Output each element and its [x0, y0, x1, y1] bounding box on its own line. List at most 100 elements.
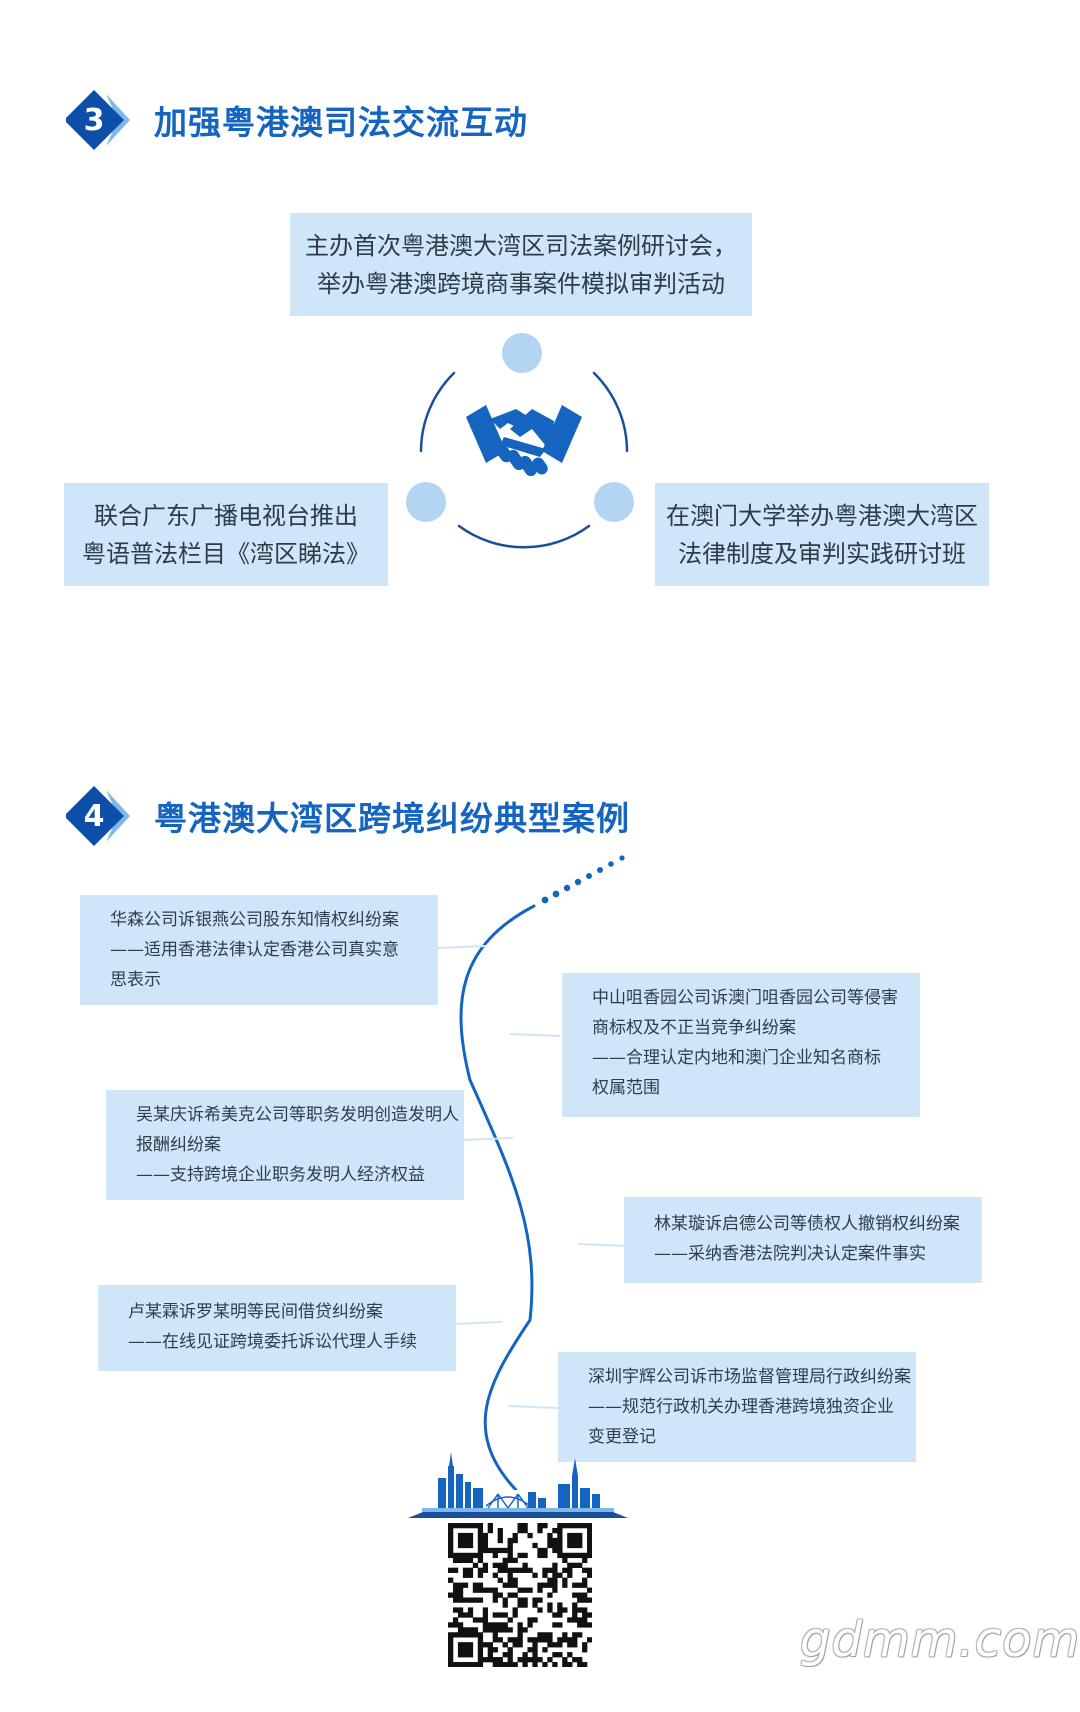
case-box-5: 卢某霖诉罗某明等民间借贷纠纷案 ——在线见证跨境委托诉讼代理人手续: [98, 1285, 456, 1371]
qr-module: [577, 1542, 583, 1549]
qr-module: [532, 1617, 538, 1623]
qr-module: [557, 1642, 563, 1648]
qr-module: [582, 1622, 588, 1628]
qr-module: [557, 1572, 563, 1578]
qr-module: [567, 1562, 573, 1568]
qr-module: [557, 1607, 563, 1613]
qr-module: [557, 1547, 563, 1554]
qr-module: [542, 1547, 548, 1554]
number-badge-icon: 4: [66, 784, 136, 848]
qr-module: [472, 1632, 479, 1638]
qr-module: [497, 1612, 503, 1618]
qr-module: [477, 1637, 484, 1643]
box-line: 在澳门大学举办粤港澳大湾区: [666, 501, 978, 530]
qr-module: [457, 1592, 464, 1598]
qr-module: [517, 1587, 523, 1593]
qr-module: [537, 1657, 543, 1663]
qr-module: [577, 1537, 583, 1544]
qr-module: [492, 1552, 498, 1559]
qr-module: [547, 1642, 553, 1648]
qr-module: [477, 1542, 484, 1549]
qr-module: [467, 1523, 474, 1529]
qr-module: [517, 1527, 523, 1534]
qr-module: [502, 1597, 508, 1603]
qr-module: [557, 1652, 563, 1658]
case-line: 变更登记: [588, 1427, 656, 1447]
qr-module: [522, 1527, 528, 1534]
qr-module: [477, 1567, 484, 1573]
qr-module: [527, 1532, 533, 1539]
qr-module: [457, 1582, 464, 1588]
qr-module: [457, 1642, 464, 1648]
qr-module: [567, 1532, 573, 1539]
qr-module: [497, 1662, 503, 1667]
qr-module: [467, 1552, 474, 1559]
box-line: 主办首次粤港澳大湾区司法案例研讨会，: [305, 231, 737, 260]
qr-module: [492, 1622, 498, 1628]
qr-module: [477, 1652, 484, 1658]
qr-module: [582, 1607, 588, 1613]
qr-module: [552, 1622, 558, 1628]
qr-module: [507, 1537, 513, 1544]
handshake-cycle-diagram: [406, 333, 634, 549]
qr-module: [587, 1523, 592, 1529]
qr-module: [467, 1572, 474, 1578]
qr-module: [517, 1567, 523, 1573]
qr-module: [497, 1537, 503, 1544]
qr-module: [557, 1612, 563, 1618]
case-line: ——在线见证跨境委托诉讼代理人手续: [128, 1332, 417, 1352]
qr-module: [557, 1523, 563, 1529]
case-box-1: 华森公司诉银燕公司股东知情权纠纷案 ——适用香港法律认定香港公司真实意 思表示: [80, 895, 438, 1005]
qr-module: [507, 1627, 513, 1633]
qr-module: [572, 1657, 578, 1663]
qr-module: [517, 1657, 523, 1663]
qr-module: [582, 1617, 588, 1623]
qr-module: [497, 1657, 503, 1663]
section-title: 粤港澳大湾区跨境纠纷典型案例: [154, 799, 630, 838]
qr-module: [572, 1592, 578, 1598]
case-line: 思表示: [110, 970, 161, 990]
qr-module: [522, 1523, 528, 1529]
qr-module: [552, 1587, 558, 1593]
qr-module: [452, 1597, 459, 1603]
qr-module: [557, 1532, 563, 1539]
qr-module: [517, 1523, 523, 1529]
qr-module: [522, 1567, 528, 1573]
qr-module: [477, 1527, 484, 1534]
qr-module: [457, 1622, 464, 1628]
qr-module: [462, 1572, 469, 1578]
qr-module: [482, 1627, 489, 1633]
qr-module: [462, 1612, 469, 1618]
qr-module: [497, 1592, 503, 1598]
qr-module: [497, 1567, 503, 1573]
box-line: 法律制度及审判实践研讨班: [678, 539, 966, 568]
qr-module: [492, 1612, 498, 1618]
case-line: 林某璇诉启德公司等债权人撤销权纠纷案: [654, 1214, 960, 1234]
qr-module: [457, 1607, 464, 1613]
qr-module: [477, 1523, 484, 1529]
qr-module: [572, 1523, 578, 1529]
qr-module: [512, 1557, 518, 1564]
qr-module: [467, 1532, 474, 1539]
timeline-curve: [435, 855, 629, 1490]
qr-module: [507, 1552, 513, 1559]
qr-module: [448, 1542, 454, 1549]
qr-module: [552, 1582, 558, 1588]
qr-module: [462, 1597, 469, 1603]
qr-module: [552, 1572, 558, 1578]
qr-module: [577, 1657, 583, 1663]
qr-module: [492, 1592, 498, 1598]
qr-module: [448, 1642, 454, 1648]
qr-module: [582, 1647, 588, 1653]
qr-module: [467, 1647, 474, 1653]
qr-module: [492, 1562, 498, 1568]
qr-module: [582, 1592, 588, 1598]
section-number: 4: [83, 798, 105, 834]
qr-module: [547, 1592, 553, 1598]
qr-module: [448, 1632, 454, 1638]
qr-module: [567, 1567, 573, 1573]
qr-module: [448, 1657, 454, 1663]
qr-module: [527, 1647, 533, 1653]
qr-module: [582, 1523, 588, 1529]
qr-module: [512, 1532, 518, 1539]
